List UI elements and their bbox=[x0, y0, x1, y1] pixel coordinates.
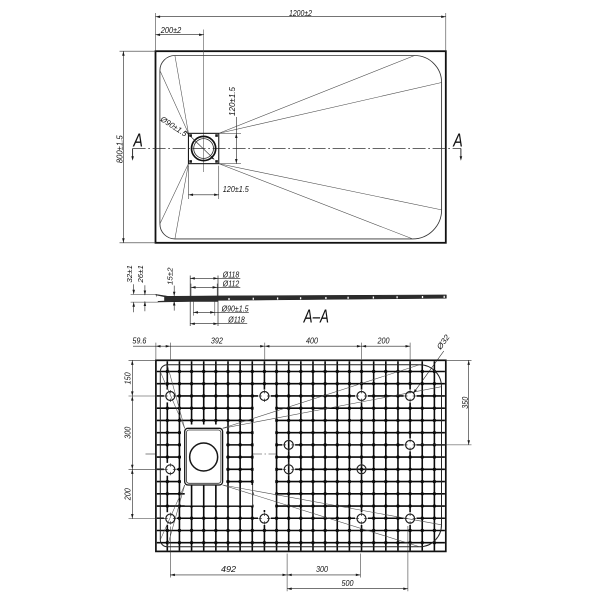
svg-text:392: 392 bbox=[211, 337, 224, 346]
svg-text:350: 350 bbox=[461, 396, 470, 409]
svg-text:59.6: 59.6 bbox=[132, 337, 147, 346]
svg-text:A: A bbox=[452, 131, 462, 151]
svg-text:300: 300 bbox=[124, 426, 133, 439]
svg-text:200: 200 bbox=[124, 488, 133, 502]
svg-text:A–A: A–A bbox=[303, 305, 329, 326]
svg-text:200: 200 bbox=[377, 337, 391, 346]
svg-text:Ø118: Ø118 bbox=[222, 270, 240, 279]
svg-text:120±1.5: 120±1.5 bbox=[223, 185, 249, 194]
svg-text:120±1.5: 120±1.5 bbox=[228, 86, 237, 116]
svg-text:Ø118: Ø118 bbox=[227, 316, 245, 325]
svg-text:400: 400 bbox=[306, 337, 319, 346]
svg-text:Ø112: Ø112 bbox=[222, 279, 240, 288]
svg-text:150: 150 bbox=[124, 372, 133, 385]
svg-text:200±2: 200±2 bbox=[160, 26, 182, 35]
svg-text:A: A bbox=[133, 131, 143, 151]
svg-text:300: 300 bbox=[316, 565, 329, 574]
svg-text:500: 500 bbox=[342, 579, 355, 588]
svg-text:15±2: 15±2 bbox=[165, 267, 174, 285]
svg-text:Ø90±1.5: Ø90±1.5 bbox=[221, 304, 250, 313]
svg-text:26±1: 26±1 bbox=[136, 265, 145, 284]
svg-text:800±1.5: 800±1.5 bbox=[115, 135, 124, 164]
svg-text:1200±2: 1200±2 bbox=[289, 9, 312, 18]
svg-text:32±1: 32±1 bbox=[125, 265, 134, 283]
svg-text:492: 492 bbox=[221, 565, 237, 574]
